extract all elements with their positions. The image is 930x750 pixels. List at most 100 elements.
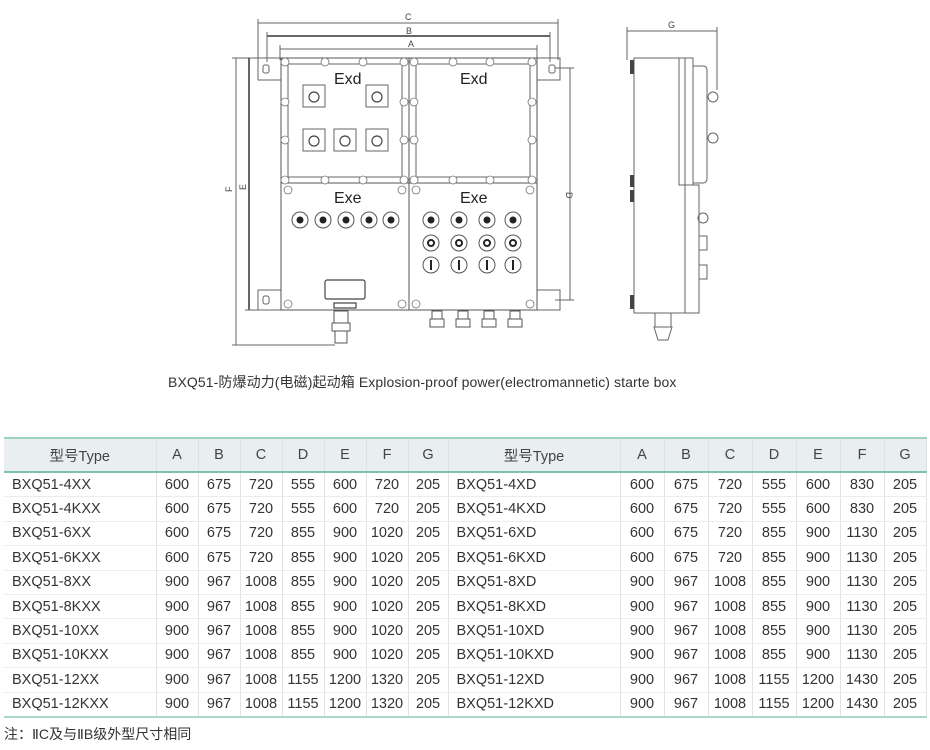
cell-dimension-a: 600 — [156, 496, 199, 522]
dim-label-f: F — [224, 186, 234, 192]
cell-dimension-a: 600 — [620, 521, 665, 547]
cell-model-type: BXQ51-8KXD — [448, 594, 621, 620]
header-g: G — [408, 438, 449, 472]
cell-dimension-e: 600 — [324, 472, 367, 498]
cell-dimension-a: 900 — [156, 570, 199, 595]
cell-dimension-b: 967 — [664, 570, 709, 595]
cell-dimension-f: 1320 — [366, 667, 409, 693]
cell-dimension-c: 720 — [240, 472, 283, 498]
cell-dimension-f: 1430 — [840, 667, 885, 693]
cell-dimension-g: 205 — [884, 545, 927, 571]
cell-model-type: BXQ51-6XX — [4, 521, 157, 547]
cell-model-type: BXQ51-6KXX — [4, 545, 157, 571]
cell-dimension-f: 1130 — [840, 545, 885, 571]
cell-model-type: BXQ51-12KXX — [4, 692, 157, 718]
technical-drawing: Exd Exd Exe Exe C B A G F E D — [0, 0, 930, 360]
cell-dimension-b: 967 — [198, 667, 241, 693]
cell-dimension-d: 1155 — [752, 667, 797, 693]
cell-dimension-e: 900 — [324, 618, 367, 644]
cell-dimension-b: 675 — [664, 521, 709, 547]
cell-model-type: BXQ51-4XX — [4, 472, 157, 498]
cell-dimension-f: 1130 — [840, 618, 885, 644]
cell-dimension-d: 855 — [752, 570, 797, 595]
cell-dimension-e: 900 — [796, 643, 841, 669]
cell-dimension-e: 1200 — [324, 692, 367, 718]
cell-dimension-g: 205 — [884, 594, 927, 620]
cell-dimension-c: 720 — [240, 496, 283, 522]
header-g: G — [884, 438, 927, 472]
cell-dimension-f: 1020 — [366, 521, 409, 547]
header-a: A — [156, 438, 199, 472]
cell-dimension-f: 1130 — [840, 643, 885, 669]
dimensions-table: 型号Type A B C D E F G 型号Type A B C D E F … — [4, 437, 927, 718]
cell-dimension-a: 900 — [156, 618, 199, 644]
cell-dimension-b: 675 — [664, 545, 709, 571]
cell-dimension-e: 900 — [796, 521, 841, 547]
cell-dimension-e: 900 — [324, 545, 367, 571]
header-f: F — [840, 438, 885, 472]
header-type: 型号Type — [448, 438, 621, 472]
header-c: C — [240, 438, 283, 472]
cell-dimension-f: 1130 — [840, 521, 885, 547]
cell-dimension-b: 967 — [198, 594, 241, 620]
cell-dimension-a: 900 — [620, 643, 665, 669]
cell-dimension-d: 555 — [752, 472, 797, 498]
cell-dimension-d: 855 — [282, 570, 325, 595]
panel-label-exd-right: Exd — [460, 71, 488, 88]
cell-dimension-g: 205 — [884, 618, 927, 644]
cell-model-type: BXQ51-4KXD — [448, 496, 621, 522]
cell-dimension-c: 720 — [240, 521, 283, 547]
cell-model-type: BXQ51-10XD — [448, 618, 621, 644]
cell-dimension-c: 720 — [708, 545, 753, 571]
cell-dimension-f: 1020 — [366, 545, 409, 571]
cell-dimension-c: 1008 — [240, 594, 283, 620]
cell-dimension-b: 967 — [198, 692, 241, 718]
dimensions-table-wrapper: 型号Type A B C D E F G 型号Type A B C D E F … — [4, 437, 927, 718]
cell-dimension-b: 675 — [198, 521, 241, 547]
cell-dimension-e: 900 — [796, 594, 841, 620]
cell-dimension-d: 1155 — [282, 692, 325, 718]
cell-dimension-g: 205 — [408, 692, 449, 718]
cell-model-type: BXQ51-8XD — [448, 570, 621, 595]
header-e: E — [324, 438, 367, 472]
cell-dimension-d: 855 — [282, 643, 325, 669]
cell-dimension-f: 1020 — [366, 594, 409, 620]
cell-dimension-a: 900 — [620, 667, 665, 693]
cell-dimension-c: 1008 — [240, 570, 283, 595]
cell-dimension-g: 205 — [408, 643, 449, 669]
cell-dimension-b: 675 — [664, 496, 709, 522]
header-f: F — [366, 438, 409, 472]
cell-dimension-d: 855 — [282, 594, 325, 620]
cell-dimension-d: 855 — [282, 521, 325, 547]
cell-dimension-c: 1008 — [708, 667, 753, 693]
footnote: 注：ⅡC及与ⅡB级外型尺寸相同 — [4, 726, 192, 742]
cell-model-type: BXQ51-12KXD — [448, 692, 621, 718]
cell-dimension-a: 900 — [620, 692, 665, 718]
cell-dimension-b: 675 — [198, 472, 241, 498]
cell-model-type: BXQ51-6KXD — [448, 545, 621, 571]
cell-dimension-e: 600 — [796, 472, 841, 498]
cell-dimension-c: 720 — [708, 521, 753, 547]
cell-dimension-c: 1008 — [708, 643, 753, 669]
cell-dimension-f: 1020 — [366, 643, 409, 669]
cell-dimension-c: 1008 — [240, 667, 283, 693]
cell-dimension-a: 900 — [156, 667, 199, 693]
cell-dimension-e: 900 — [324, 521, 367, 547]
cell-dimension-a: 600 — [620, 496, 665, 522]
cell-dimension-a: 900 — [156, 692, 199, 718]
cell-dimension-f: 830 — [840, 472, 885, 498]
cell-dimension-d: 855 — [282, 618, 325, 644]
cell-dimension-d: 855 — [752, 521, 797, 547]
cell-dimension-c: 720 — [240, 545, 283, 571]
cell-model-type: BXQ51-10KXX — [4, 643, 157, 669]
cell-dimension-d: 855 — [752, 643, 797, 669]
cell-dimension-f: 1020 — [366, 618, 409, 644]
cell-dimension-a: 600 — [156, 521, 199, 547]
cell-dimension-c: 1008 — [708, 618, 753, 644]
cell-dimension-b: 675 — [664, 472, 709, 498]
